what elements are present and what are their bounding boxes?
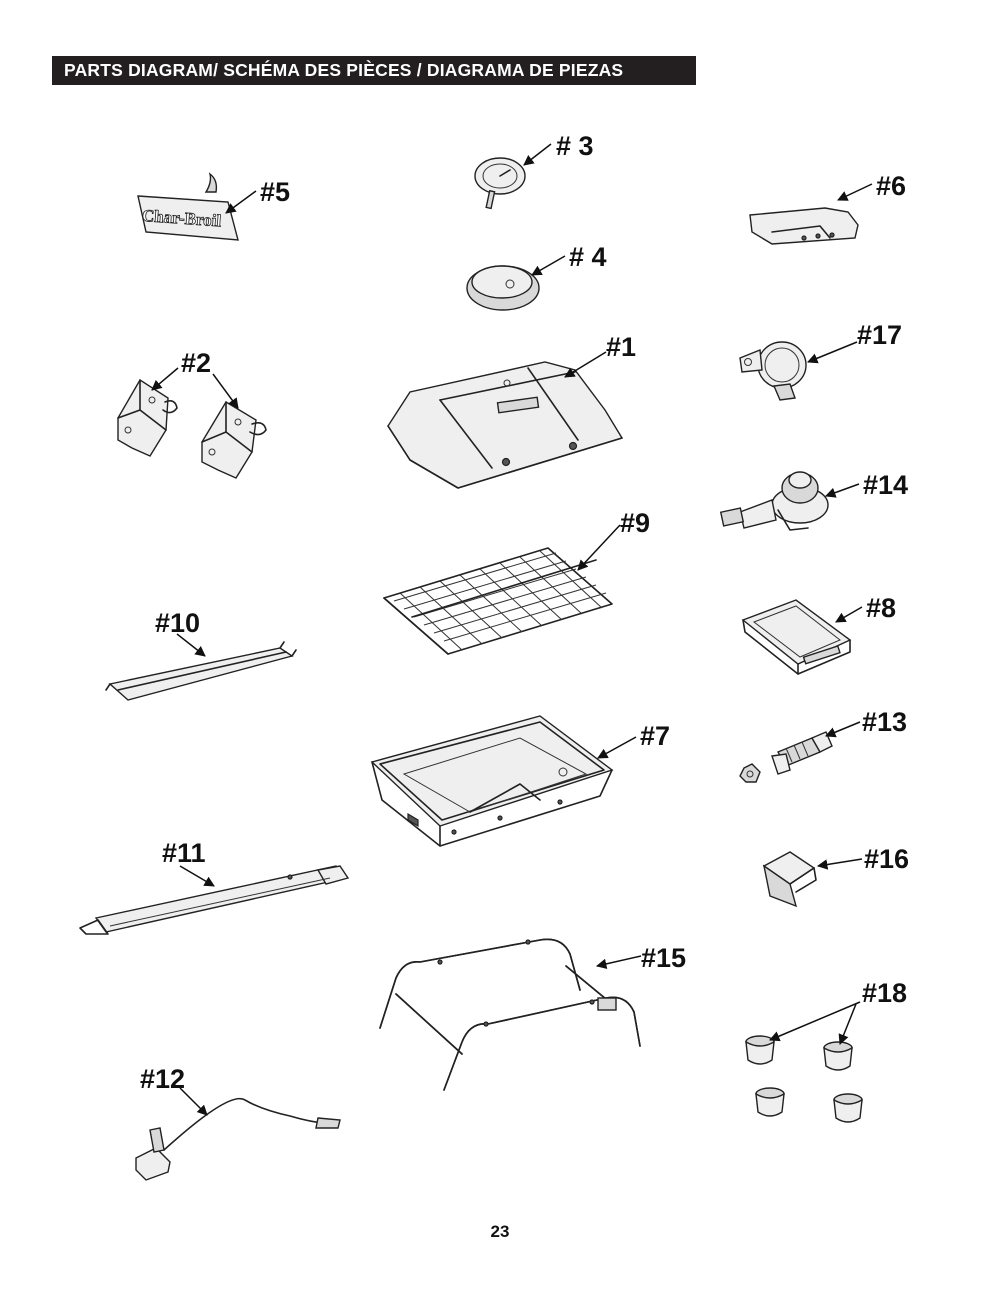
part-18-feet-illustration	[745, 1035, 863, 1123]
part-1-lid-illustration	[387, 361, 624, 489]
part-14-regulator-illustration	[719, 471, 829, 531]
part-4-bezel-illustration	[466, 265, 540, 311]
part-11-burner-illustration	[79, 865, 350, 935]
part-5-emblem-illustration: Char-Broil	[137, 172, 239, 241]
part-label-12: #12	[140, 1064, 185, 1094]
part-10-heat-shield-illustration	[105, 641, 297, 701]
part-label-18: #18	[862, 978, 907, 1008]
part-3-thermometer-illustration	[474, 157, 526, 210]
part-2-hinge-brackets-illustration	[117, 379, 267, 479]
part-label-8: #8	[866, 593, 896, 623]
part-label-14: #14	[863, 470, 908, 500]
part-12-igniter-illustration	[135, 1097, 341, 1181]
part-8-grease-tray-illustration	[741, 599, 852, 675]
part-13-valve-illustration	[739, 731, 833, 783]
part-label-11: #11	[162, 838, 206, 868]
part-16-clip-illustration	[762, 851, 817, 908]
part-label-1: #1	[606, 332, 636, 362]
page-number: 23	[490, 1222, 510, 1241]
part-15-stand-illustration	[379, 938, 641, 1091]
part-9-cooking-grate-illustration	[383, 547, 613, 655]
part-7-firebox-illustration	[370, 715, 614, 847]
part-label-13: #13	[862, 707, 907, 737]
part-6-handle-illustration	[749, 207, 859, 245]
part-label-9: #9	[620, 508, 650, 538]
part-label-16: #16	[864, 844, 909, 874]
part-label-10: #10	[155, 608, 200, 638]
part-label-2: #2	[181, 348, 211, 378]
part-label-17: #17	[857, 320, 902, 350]
part-17-clamp-illustration	[739, 341, 807, 401]
part-label-15: #15	[641, 943, 686, 973]
part-label-5: #5	[260, 177, 290, 207]
diagram-title-banner: PARTS DIAGRAM/ SCHÉMA DES PIÈCES / DIAGR…	[52, 56, 696, 85]
part-label-7: #7	[640, 721, 670, 751]
part-label-4: # 4	[569, 242, 607, 272]
part-label-6: #6	[876, 171, 906, 201]
part-label-3: # 3	[556, 131, 594, 161]
